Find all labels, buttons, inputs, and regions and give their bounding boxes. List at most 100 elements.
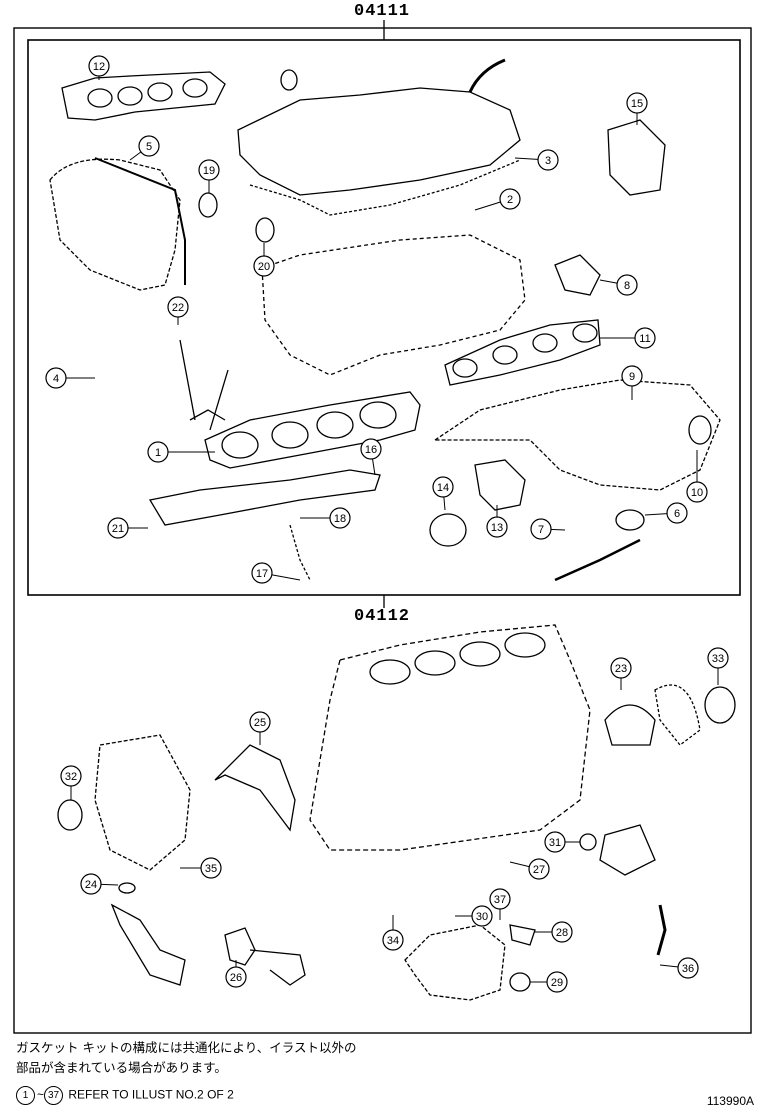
oil-seal-19a <box>198 192 218 218</box>
gasket-24 <box>118 882 136 894</box>
oil-seal-32 <box>57 799 83 831</box>
callout-36: 36 <box>659 957 699 979</box>
gasket-25 <box>214 744 296 832</box>
callout-number: 9 <box>629 371 635 383</box>
callout-number: 35 <box>205 863 217 875</box>
callout-number: 20 <box>258 261 270 273</box>
callout-number: 3 <box>545 155 551 167</box>
callout-circle <box>528 858 550 880</box>
callout-9: 9 <box>621 365 643 400</box>
callout-37: 37 <box>489 888 511 920</box>
callout-number: 2 <box>507 194 513 206</box>
callout-33: 33 <box>707 647 729 685</box>
callout-circle <box>249 711 271 733</box>
oil-filter <box>599 824 656 876</box>
kit-label-04112: 04112 <box>354 607 411 626</box>
exhaust-manifold <box>432 379 721 491</box>
callout-number: 34 <box>387 935 399 947</box>
callout-34: 34 <box>382 915 404 951</box>
callout-number: 1 <box>155 447 161 459</box>
callout-21: 21 <box>107 517 148 539</box>
callout-10: 10 <box>686 450 708 503</box>
oil-seal-21 <box>280 69 298 91</box>
callout-25: 25 <box>249 711 271 745</box>
callout-number: 33 <box>712 653 724 665</box>
callout-number: 31 <box>549 837 561 849</box>
callout-27: 27 <box>509 858 550 880</box>
callout-30: 30 <box>455 905 493 927</box>
callout-11: 11 <box>600 327 656 349</box>
callout-circle <box>626 92 648 114</box>
callout-18: 18 <box>300 507 351 529</box>
callout-number: 26 <box>230 972 242 984</box>
callout-circle <box>489 888 511 910</box>
parts-note: ガスケット キットの構成には共通化により、イラスト以外の 部品が含まれている場合… <box>16 1038 356 1078</box>
callout-number: 37 <box>494 894 506 906</box>
callout-5: 5 <box>129 135 160 161</box>
callout-number: 17 <box>256 568 268 580</box>
callout-19: 19 <box>198 159 220 193</box>
callout-circle <box>200 857 222 879</box>
gasket-8 <box>554 254 601 296</box>
illustration-code: 113990A <box>706 1094 754 1108</box>
callout-26: 26 <box>225 960 247 988</box>
callout-number: 7 <box>538 524 544 536</box>
oil-pan <box>261 234 526 376</box>
hose-36 <box>656 904 667 956</box>
range-end-badge: 37 <box>44 1086 64 1105</box>
callout-35: 35 <box>180 857 222 879</box>
timing-case <box>94 734 191 871</box>
callout-circle <box>360 438 382 460</box>
range-tilde: ~ <box>37 1087 45 1102</box>
cylinder-block <box>309 624 591 851</box>
callout-circle <box>432 476 454 498</box>
callout-circle <box>666 502 688 524</box>
callout-14: 14 <box>432 476 454 511</box>
kit-label-04111: 04111 <box>354 2 411 21</box>
callout-circle <box>471 905 493 927</box>
callout-number: 10 <box>691 487 703 499</box>
callout-number: 25 <box>254 717 266 729</box>
callout-circle <box>198 159 220 181</box>
callout-number: 18 <box>334 513 346 525</box>
callout-circle <box>382 929 404 951</box>
callout-circle <box>329 507 351 529</box>
callout-circle <box>707 647 729 669</box>
oil-strainer <box>110 903 186 986</box>
oil-seal-33 <box>704 686 736 724</box>
water-pump <box>404 924 506 1001</box>
callout-20: 20 <box>253 243 275 277</box>
callout-circle <box>544 831 566 853</box>
callout-number: 36 <box>682 963 694 975</box>
seal-14 <box>429 513 467 547</box>
callout-number: 4 <box>53 373 59 385</box>
callout-2: 2 <box>474 188 521 211</box>
head-cover <box>237 87 521 196</box>
gasket-13 <box>474 459 526 511</box>
reference-text: REFER TO ILLUST NO.2 OF 2 <box>68 1087 234 1102</box>
callout-circle <box>251 562 273 584</box>
callout-circle <box>225 966 247 988</box>
callout-circle <box>253 255 275 277</box>
callout-circle <box>530 518 552 540</box>
callout-15: 15 <box>626 92 648 125</box>
callout-circle <box>551 921 573 943</box>
timing-cover-5 <box>49 158 181 291</box>
water-pipe <box>148 469 381 526</box>
callout-circle <box>88 55 110 77</box>
callout-12: 12 <box>88 55 110 80</box>
intake-gasket-12 <box>61 71 226 121</box>
callout-number: 29 <box>551 977 563 989</box>
callout-32: 32 <box>60 765 82 800</box>
callout-circle <box>147 441 169 463</box>
callout-number: 16 <box>365 444 377 456</box>
callout-24: 24 <box>80 873 119 895</box>
callout-number: 13 <box>491 522 503 534</box>
callout-number: 14 <box>437 482 449 494</box>
callout-23: 23 <box>610 657 632 690</box>
callout-circle <box>686 481 708 503</box>
callout-28: 28 <box>535 921 573 943</box>
callout-circle <box>80 873 102 895</box>
